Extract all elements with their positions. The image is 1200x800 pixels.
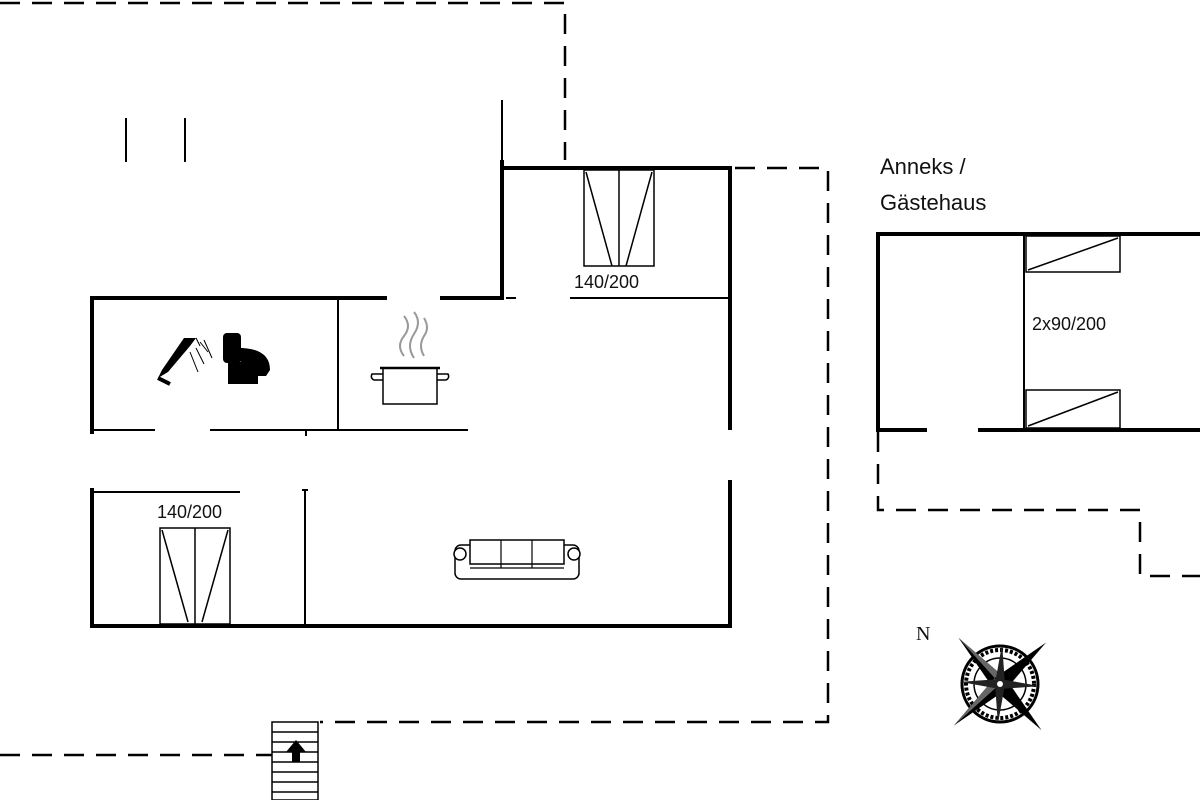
- compass-rose-icon: [953, 637, 1047, 731]
- double-bed-top: [583, 169, 655, 267]
- cooking-pot-icon: [370, 311, 450, 405]
- annex-walls: [876, 232, 1200, 432]
- north-label: N: [916, 623, 930, 645]
- terrace-outline: [0, 1, 1200, 757]
- stairs-arrow-icon: [271, 721, 319, 800]
- main-house-walls: [90, 160, 732, 628]
- single-beds-annex: [1025, 235, 1121, 429]
- toilet-icon: [223, 333, 270, 384]
- annex-title-line2: Gästehaus: [880, 190, 986, 215]
- shower-icon: [157, 337, 213, 386]
- bed-size-label-annex: 2x90/200: [1032, 314, 1106, 334]
- bed-size-label-bottom: 140/200: [157, 502, 222, 522]
- sofa-icon: [453, 539, 581, 580]
- annex-title-line1: Anneks /: [880, 154, 966, 179]
- double-bed-bottom: [159, 527, 231, 625]
- bed-size-label-top: 140/200: [574, 272, 639, 292]
- interior-walls: [92, 297, 730, 626]
- pergola-posts: [125, 100, 503, 162]
